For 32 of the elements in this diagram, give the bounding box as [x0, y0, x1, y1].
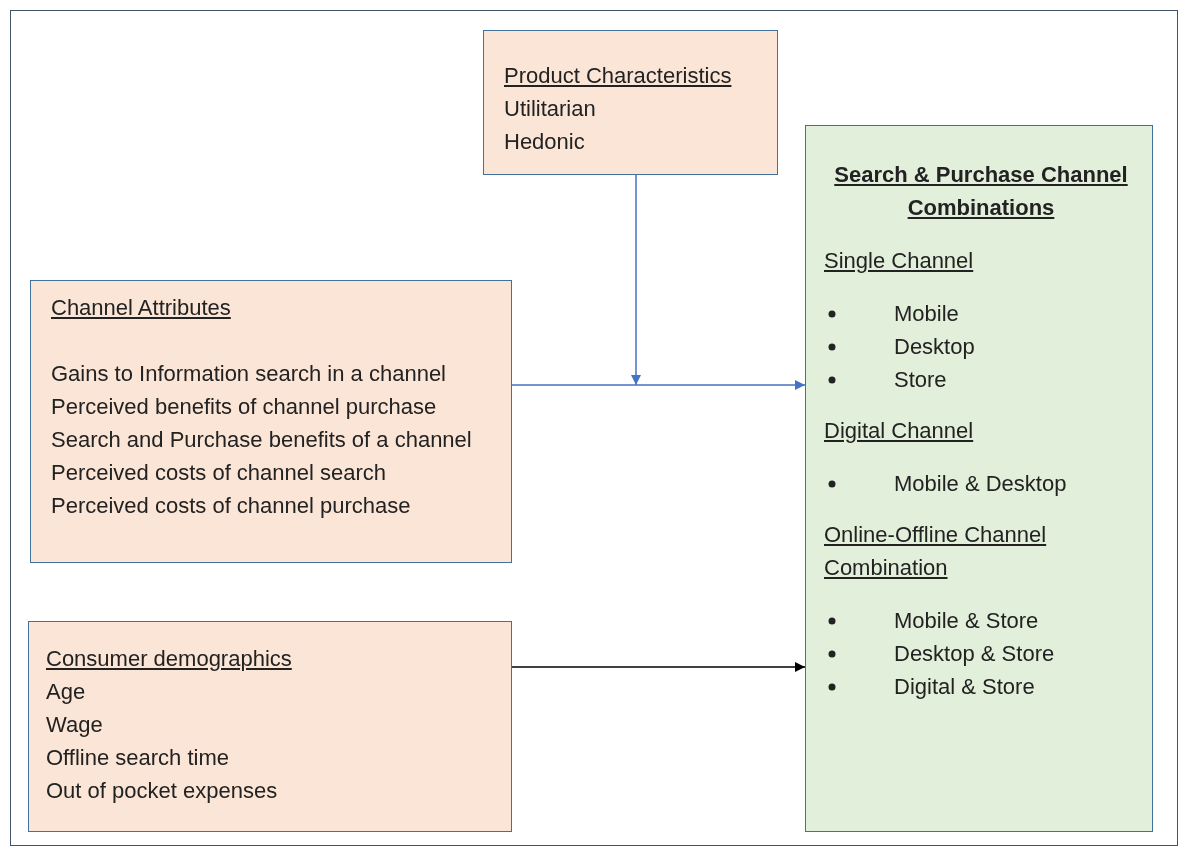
list-item: Out of pocket expenses [46, 777, 279, 805]
arrow [631, 174, 641, 386]
bullet-item: Store [824, 363, 1138, 396]
list-item: Gains to Information search in a channel [51, 360, 447, 388]
outcome-box [805, 125, 1153, 832]
box-heading: Channel Attributes [51, 294, 232, 322]
list-item: Hedonic [504, 128, 586, 156]
list-item: Perceived costs of channel purchase [51, 492, 412, 520]
list-item: Age [46, 678, 87, 706]
list-item: Wage [46, 711, 104, 739]
list-item: Search and Purchase benefits of a channel [51, 426, 473, 454]
box-heading: Consumer demographics [46, 645, 293, 673]
bullet-item: Mobile [824, 297, 1138, 330]
factor-box [483, 30, 778, 175]
bullet-item: Desktop [824, 330, 1138, 363]
subheading: Digital Channel [824, 417, 975, 445]
bullet-item: Mobile & Desktop [824, 467, 1138, 500]
bullet-item: Digital & Store [824, 670, 1138, 703]
list-item: Perceived benefits of channel purchase [51, 393, 438, 421]
subheading: Online-Offline Channel Combination [824, 521, 1048, 582]
box-heading: Product Characteristics [504, 62, 733, 90]
bullet-item: Mobile & Store [824, 604, 1138, 637]
bullet-item: Desktop & Store [824, 637, 1138, 670]
list-item: Offline search time [46, 744, 230, 772]
list-item: Utilitarian [504, 95, 597, 123]
list-item: Perceived costs of channel search [51, 459, 388, 487]
factor-box [30, 280, 512, 563]
arrow [511, 380, 806, 390]
factor-box [28, 621, 512, 832]
arrow [511, 662, 806, 672]
box-heading: Search & Purchase Channel Combinations [833, 161, 1129, 222]
subheading: Single Channel [824, 247, 975, 275]
